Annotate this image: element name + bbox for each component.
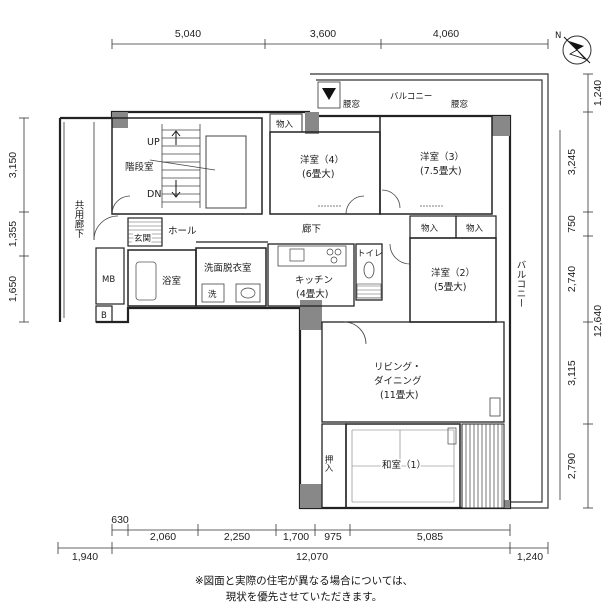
right-dim-5: 3,115 <box>566 360 578 386</box>
washroom-label: 洗面脱衣室 <box>204 262 252 274</box>
north-compass-icon: N <box>555 31 592 65</box>
bottom-dim-8: 12,070 <box>296 551 328 563</box>
washer-label: 洗 <box>208 289 217 300</box>
storage-a-label: 物入 <box>421 223 439 234</box>
closet-label: 押入 <box>323 454 333 472</box>
top-dim-1: 5,040 <box>175 28 201 40</box>
living-dining <box>321 321 505 423</box>
entrance-door <box>93 215 119 241</box>
left-dimension-line <box>19 117 29 323</box>
western-room-2 <box>409 237 497 323</box>
floor-plan: 5,040 3,600 4,060 N 3,150 1,355 1,650 1,… <box>7 28 604 563</box>
meter-box <box>95 247 125 305</box>
disclaimer-line-2: 現状を優先させていただきます。 <box>225 591 383 603</box>
western-room-3-size: (7.5畳大) <box>420 165 462 177</box>
window-left-label: 腰窓 <box>343 99 361 110</box>
western-room-3 <box>379 115 493 215</box>
wash-basin <box>235 283 261 303</box>
bottom-dim-4: 1,700 <box>283 531 309 543</box>
living-door <box>343 321 367 345</box>
drain-triangle-icon <box>322 88 336 100</box>
corridor-label: 廊下 <box>302 223 321 235</box>
top-dim-3: 4,060 <box>433 28 459 40</box>
stair-steps <box>149 124 216 208</box>
stair-hall <box>111 117 263 215</box>
western-room-3-name: 洋室（3） <box>420 151 464 163</box>
right-dim-2: 3,245 <box>566 149 578 175</box>
window-right-label: 腰窓 <box>451 99 469 110</box>
living-name-line2: ダイニング <box>374 375 422 387</box>
meter-box-label: MB <box>102 275 115 285</box>
bottom-dim-1: 630 <box>111 514 129 526</box>
kitchen-size: (4畳大) <box>296 288 328 300</box>
western-room-4-name: 洋室（4） <box>300 154 344 166</box>
stair-down-label: DN <box>147 189 161 200</box>
japanese-room <box>345 423 461 509</box>
western-room-2-door <box>389 243 411 265</box>
toilet-storage <box>356 283 382 299</box>
western-room-4-size: (6畳大) <box>302 168 334 180</box>
b-box <box>95 305 113 323</box>
storage-b-label: 物入 <box>466 223 484 234</box>
left-dim-1: 3,150 <box>7 152 19 178</box>
western-room-3-door <box>381 189 401 209</box>
tatami-lines <box>351 429 455 503</box>
western-room-4-door <box>345 195 365 215</box>
stair-door-swing <box>111 195 131 215</box>
washroom <box>195 247 267 307</box>
living-name-line1: リビング・ <box>374 361 422 373</box>
left-dim-3: 1,650 <box>7 276 19 302</box>
balcony-top-label: バルコニー <box>390 92 432 102</box>
japanese-room-label: 和室（1） <box>382 459 426 471</box>
washer-space <box>201 283 225 303</box>
b-box-label: B <box>101 311 107 321</box>
stair-up-arrow-icon <box>171 130 181 145</box>
kitchen <box>267 243 355 307</box>
bottom-dim-2: 2,060 <box>150 531 176 543</box>
stair-hall-label: 階段室 <box>125 161 154 173</box>
bottom-dim-9: 1,240 <box>517 551 543 563</box>
balcony-side-label: バルコニー <box>515 260 527 308</box>
toilet-label: トイレ <box>357 249 383 259</box>
right-dim-3: 750 <box>566 215 578 233</box>
stair-down-arrow-icon <box>171 180 181 198</box>
bathroom-label: 浴室 <box>162 275 181 287</box>
living-size: (11畳大) <box>380 389 419 401</box>
western-room-2-name: 洋室（2） <box>431 267 475 279</box>
kitchen-name: キッチン <box>295 275 333 286</box>
kitchen-counter <box>277 245 347 267</box>
entrance <box>127 217 163 247</box>
shoji-screen <box>461 423 505 509</box>
top-dim-2: 3,600 <box>310 28 336 40</box>
shared-corridor-label: 共用廊下 <box>73 200 85 239</box>
bathtub <box>135 261 157 301</box>
right-dim-total: 12,640 <box>592 305 604 337</box>
disclaimer-line-1: ※図面と実際の住宅が異なる場合については、 <box>194 575 414 587</box>
left-dim-2: 1,355 <box>7 221 19 247</box>
stair-up-label: UP <box>147 137 160 148</box>
bottom-dim-7: 1,940 <box>72 551 98 563</box>
entrance-label: 玄関 <box>134 233 151 244</box>
bottom-dim-3: 2,250 <box>224 531 250 543</box>
top-dimension-line <box>111 39 549 49</box>
structural-columns <box>112 112 510 508</box>
top-storage-label: 物入 <box>276 119 294 130</box>
shared-corridor <box>63 122 95 318</box>
toilet-bowl-icon <box>363 261 375 279</box>
bottom-dim-5: 975 <box>324 531 342 543</box>
bottom-dimension-lines <box>57 524 549 554</box>
right-dimension-line <box>559 73 593 509</box>
hall-label: ホール <box>168 226 197 237</box>
toilet <box>355 243 383 301</box>
right-dim-4: 2,740 <box>566 266 578 292</box>
stair-hall-core <box>205 135 247 209</box>
balcony-outline <box>310 73 549 509</box>
right-dim-1: 1,240 <box>592 80 604 106</box>
right-dim-6: 2,790 <box>566 453 578 479</box>
bottom-dim-6: 5,085 <box>417 531 443 543</box>
western-room-2-size: (5畳大) <box>434 281 466 293</box>
north-label: N <box>555 31 561 41</box>
